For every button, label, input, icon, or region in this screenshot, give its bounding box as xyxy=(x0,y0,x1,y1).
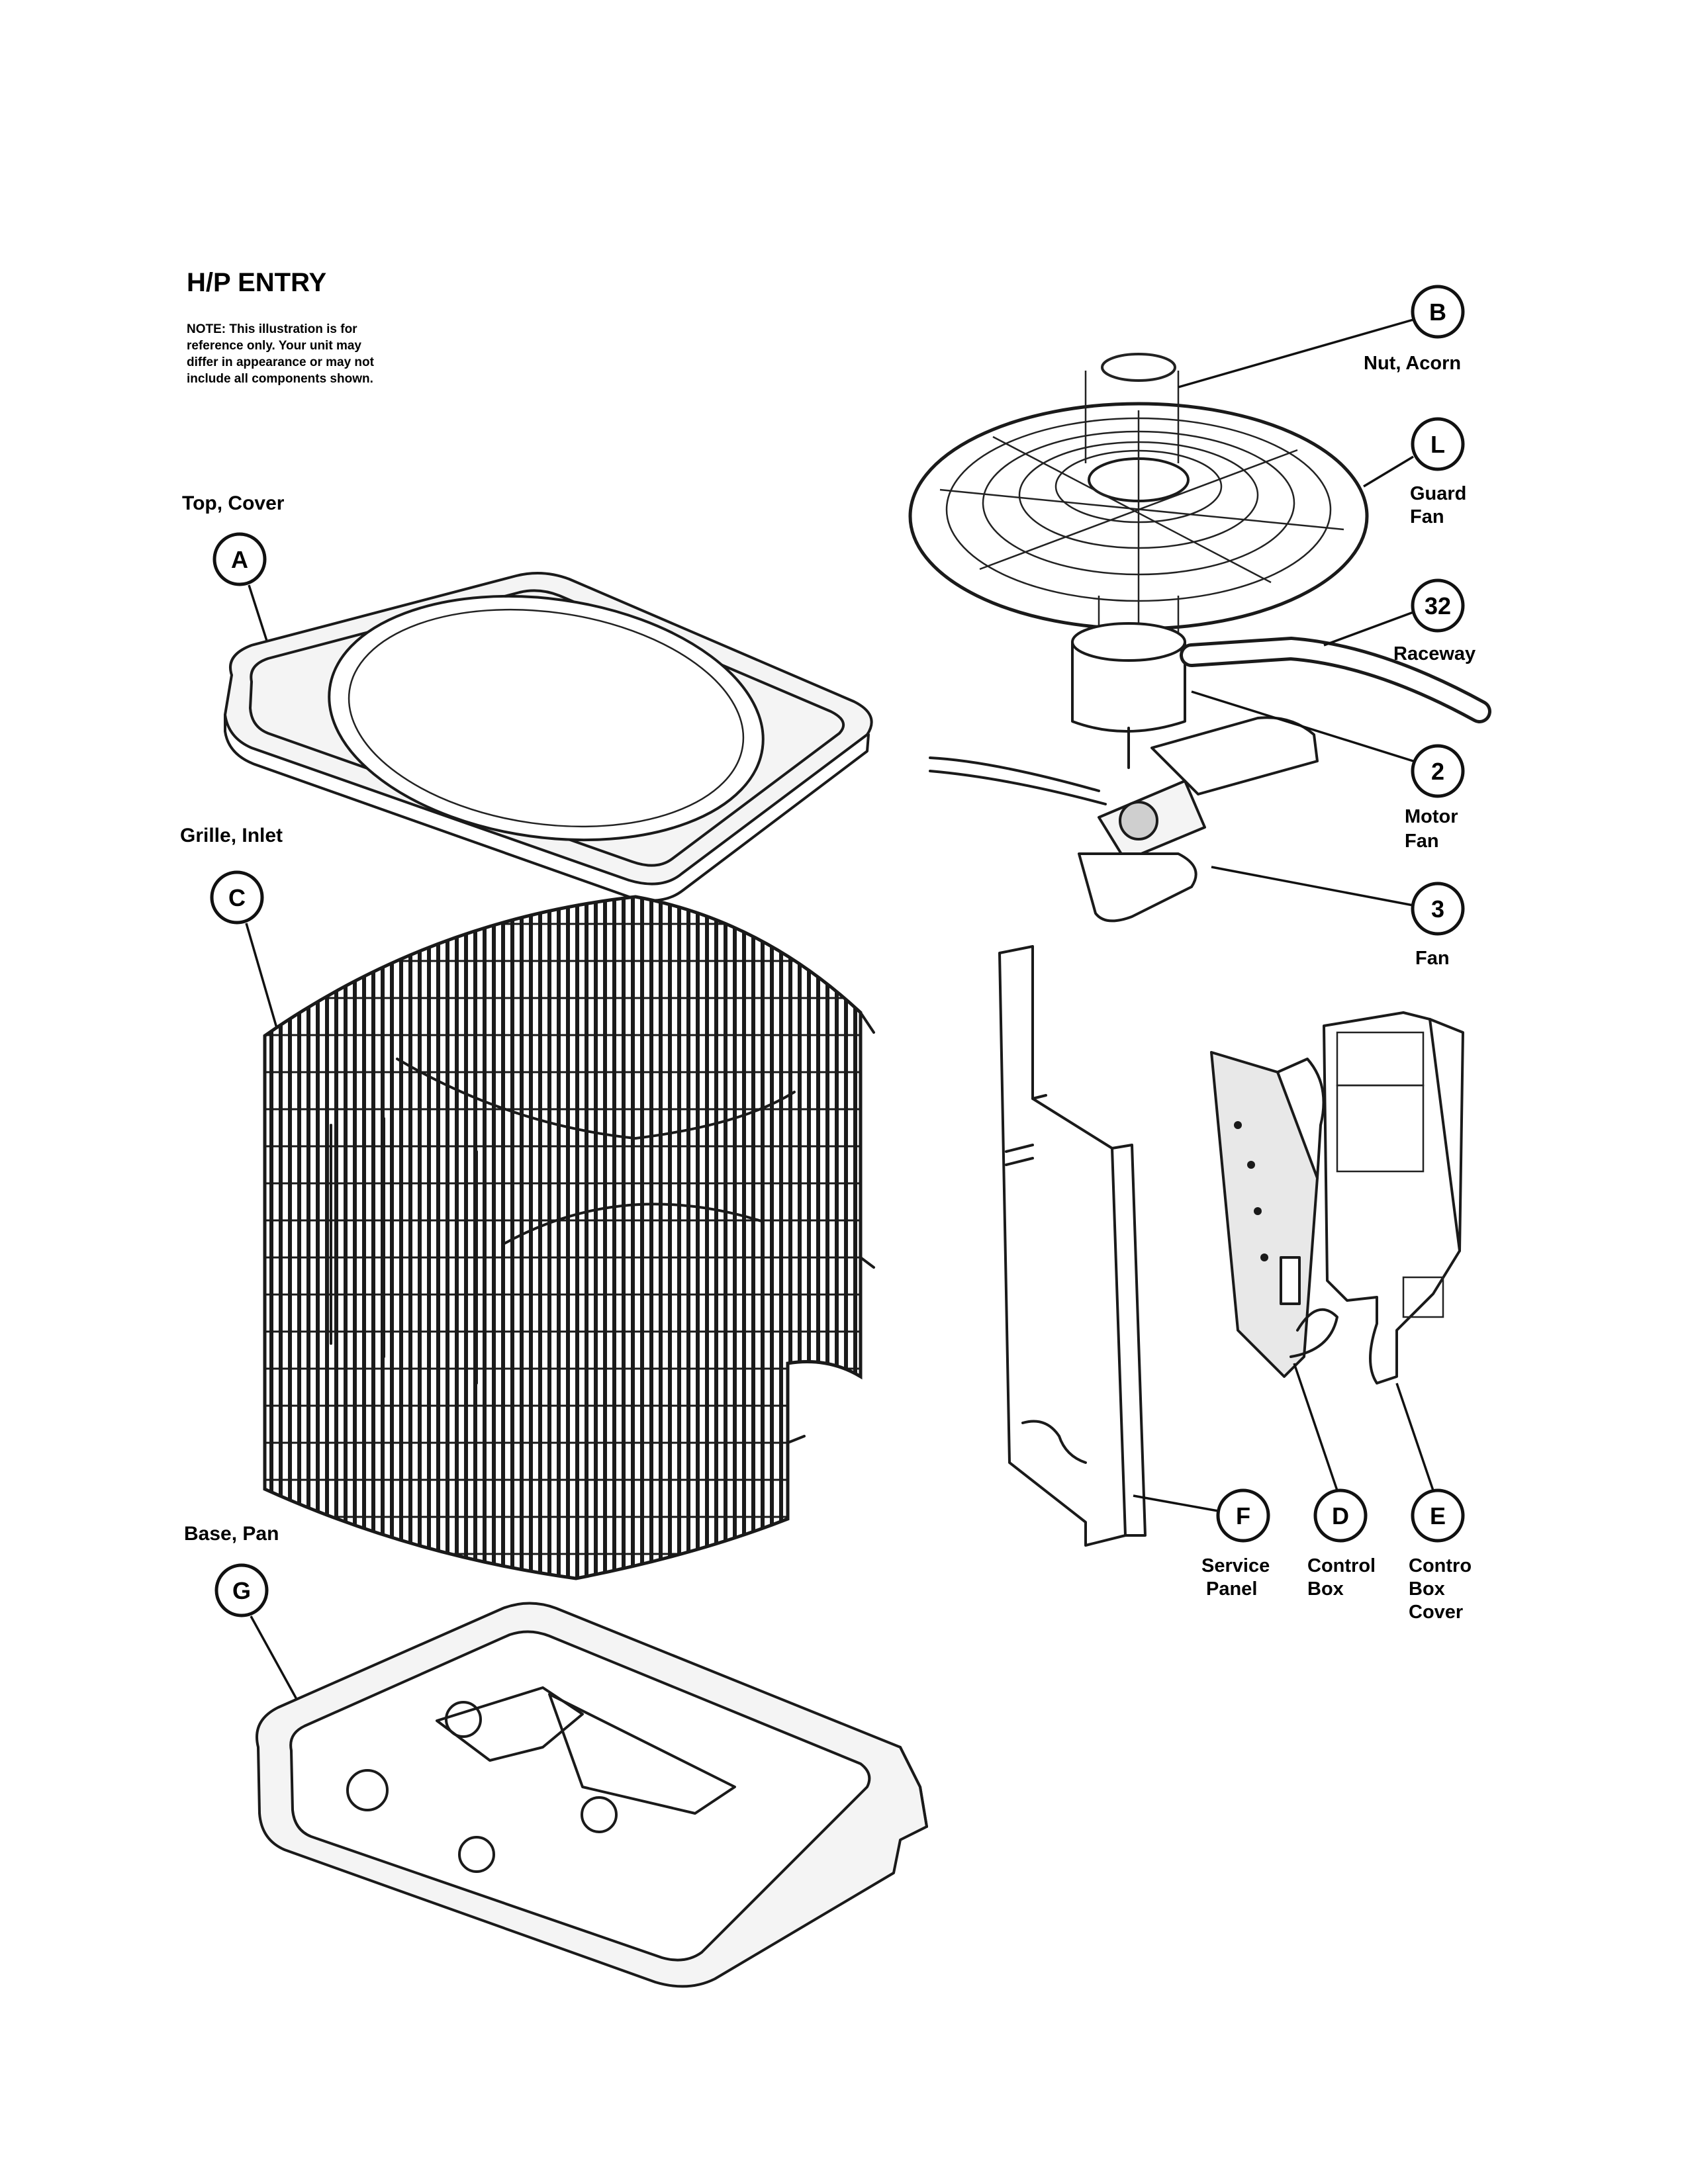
leader-2 xyxy=(1191,690,1414,762)
svg-text:Fan: Fan xyxy=(1415,948,1450,969)
callout-32[interactable]: 32 Raceway xyxy=(1393,578,1476,664)
svg-text:Cover: Cover xyxy=(1409,1602,1463,1623)
svg-text:NOTE: This illustration is for: NOTE: This illustration is for xyxy=(187,322,357,336)
svg-text:E: E xyxy=(1430,1502,1446,1529)
svg-text:include all components shown.: include all components shown. xyxy=(187,372,373,386)
svg-text:B: B xyxy=(1429,298,1446,326)
raceway-part xyxy=(1180,636,1491,723)
svg-text:differ in appearance or may no: differ in appearance or may not xyxy=(187,355,375,369)
callout-d[interactable]: D Control Box xyxy=(1307,1488,1376,1600)
svg-text:G: G xyxy=(232,1577,251,1604)
grille-inlet-part xyxy=(263,895,875,1580)
svg-text:Box: Box xyxy=(1409,1578,1445,1600)
top-cover-part xyxy=(224,572,873,902)
callout-a[interactable]: A xyxy=(212,532,267,586)
callout-c[interactable]: C xyxy=(210,870,264,925)
svg-text:reference only. Your unit may: reference only. Your unit may xyxy=(187,339,361,353)
svg-text:Motor: Motor xyxy=(1405,806,1458,827)
callout-b[interactable]: B Nut, Acorn xyxy=(1364,285,1465,374)
svg-text:32: 32 xyxy=(1425,592,1451,619)
svg-text:Raceway: Raceway xyxy=(1393,643,1476,664)
svg-text:L: L xyxy=(1430,431,1445,458)
svg-text:Control: Control xyxy=(1307,1555,1376,1576)
callout-e[interactable]: E Contro Box Cover xyxy=(1409,1488,1472,1623)
grille-inlet-label: Grille, Inlet xyxy=(180,825,283,846)
reference-note: NOTE: This illustration is for reference… xyxy=(187,322,375,386)
svg-text:Service: Service xyxy=(1201,1555,1270,1576)
svg-text:Guard: Guard xyxy=(1410,483,1466,504)
leader-b xyxy=(1178,318,1414,388)
callout-l[interactable]: L Guard Fan xyxy=(1410,417,1466,527)
callout-3[interactable]: 3 Fan xyxy=(1411,882,1465,969)
svg-text:Panel: Panel xyxy=(1206,1578,1257,1600)
leader-c xyxy=(245,923,279,1033)
callout-g[interactable]: G xyxy=(214,1563,269,1617)
leader-32 xyxy=(1323,611,1414,647)
leader-d xyxy=(1293,1363,1338,1491)
control-box-part xyxy=(1210,1051,1338,1378)
callout-f[interactable]: F Service Panel xyxy=(1201,1488,1270,1600)
leader-f xyxy=(1133,1494,1219,1512)
base-pan-part xyxy=(256,1602,928,1988)
leader-g xyxy=(250,1615,303,1708)
svg-text:Nut, Acorn: Nut, Acorn xyxy=(1364,353,1461,374)
svg-text:2: 2 xyxy=(1431,758,1444,785)
svg-text:C: C xyxy=(228,884,246,911)
svg-text:D: D xyxy=(1332,1502,1349,1529)
svg-text:Contro: Contro xyxy=(1409,1555,1472,1576)
leader-e xyxy=(1395,1383,1434,1491)
leader-3 xyxy=(1211,866,1414,907)
callout-2[interactable]: 2 Motor Fan xyxy=(1405,744,1465,852)
base-pan-label: Base, Pan xyxy=(184,1523,279,1545)
svg-text:Fan: Fan xyxy=(1405,831,1439,852)
svg-text:3: 3 xyxy=(1431,895,1444,923)
fan-blade-part xyxy=(929,716,1319,923)
leader-l xyxy=(1363,455,1414,488)
svg-text:Box: Box xyxy=(1307,1578,1344,1600)
service-panel-part xyxy=(998,945,1147,1547)
top-cover-label: Top, Cover xyxy=(182,492,285,514)
fan-guard-part xyxy=(908,353,1369,631)
fan-motor-part xyxy=(1071,596,1186,769)
page-title: H/P ENTRY xyxy=(187,268,326,297)
svg-text:Fan: Fan xyxy=(1410,506,1444,527)
svg-text:F: F xyxy=(1236,1502,1250,1529)
control-box-cover-part xyxy=(1323,1011,1464,1385)
svg-text:A: A xyxy=(231,546,248,573)
